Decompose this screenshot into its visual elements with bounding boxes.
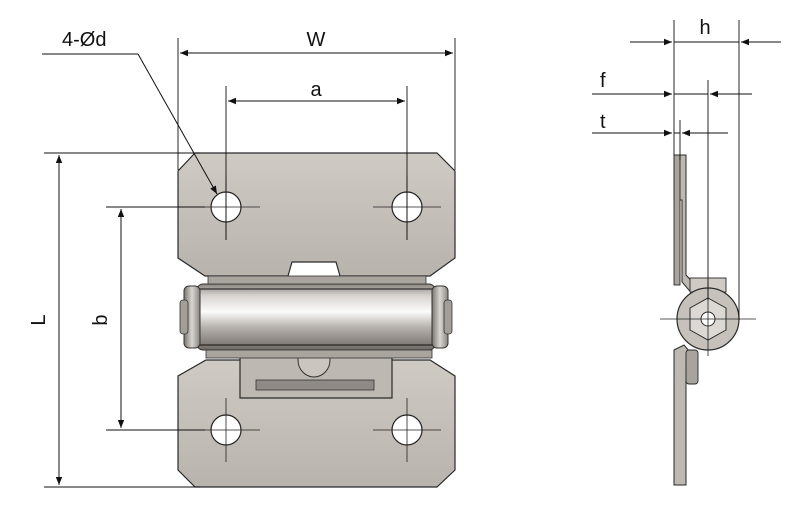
upper-leaf bbox=[177, 152, 456, 277]
label-h: h bbox=[699, 17, 710, 39]
side-dimensions: h f t bbox=[592, 17, 781, 320]
label-b: b bbox=[90, 314, 112, 325]
label-w: W bbox=[307, 29, 326, 51]
label-t: t bbox=[600, 111, 606, 133]
label-a: a bbox=[310, 79, 322, 101]
leader-holes bbox=[137, 53, 218, 195]
label-holes: 4-Ød bbox=[62, 29, 106, 51]
lower-knuckle-slot bbox=[255, 379, 375, 391]
front-view bbox=[177, 152, 456, 488]
front-dimensions: W a 4-Ød L b bbox=[28, 29, 456, 488]
label-l: L bbox=[28, 314, 50, 325]
label-f: f bbox=[600, 70, 606, 92]
hinge-pin bbox=[196, 283, 436, 351]
